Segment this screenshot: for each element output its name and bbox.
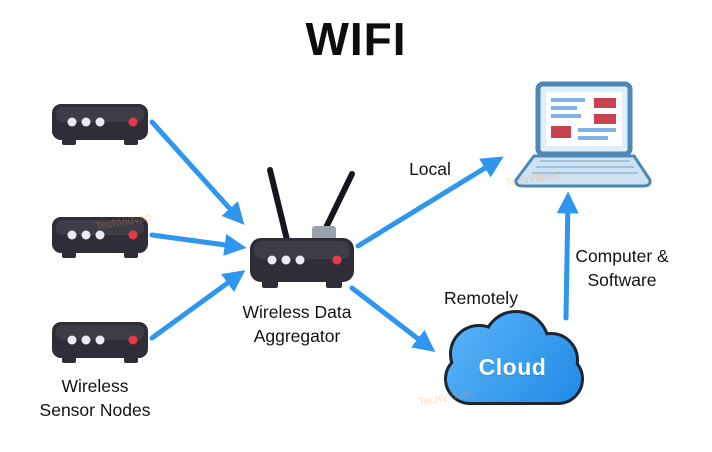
computer-software-line1: Computer & xyxy=(575,246,669,266)
aggregator-label: Wireless Data Aggregator xyxy=(207,300,387,348)
connection-arrows xyxy=(149,119,579,353)
local-label-text: Local xyxy=(409,159,451,179)
computer-software-line2: Software xyxy=(587,270,657,290)
sensor-nodes-label: Wireless Sensor Nodes xyxy=(15,374,175,422)
sensor-node-icon xyxy=(52,322,148,363)
sensor-nodes-line1: Wireless xyxy=(61,376,129,396)
aggregator-line1: Wireless Data xyxy=(242,302,352,322)
arrow-sensor2-to-aggregator xyxy=(149,232,247,256)
cloud-label: Cloud xyxy=(478,354,547,380)
computer-software-label: Computer & Software xyxy=(547,244,697,292)
local-label: Local xyxy=(380,157,480,181)
diagram-title: WIFI xyxy=(305,13,407,65)
remotely-label: Remotely xyxy=(421,286,541,310)
sensor-node-icon xyxy=(52,104,148,145)
arrow-aggregator-to-laptop xyxy=(355,156,504,249)
sensor-node-icon xyxy=(52,217,148,258)
arrow-sensor3-to-aggregator xyxy=(149,270,246,341)
arrow-cloud-to-laptop xyxy=(556,191,579,321)
cloud-icon xyxy=(444,310,584,405)
aggregator-line2: Aggregator xyxy=(253,326,341,346)
laptop-icon xyxy=(514,81,652,188)
remotely-label-text: Remotely xyxy=(444,288,518,308)
sensor-nodes-line2: Sensor Nodes xyxy=(39,400,151,420)
arrow-aggregator-to-cloud xyxy=(349,285,436,353)
arrow-sensor1-to-aggregator xyxy=(149,119,245,225)
router-icon xyxy=(250,167,355,288)
